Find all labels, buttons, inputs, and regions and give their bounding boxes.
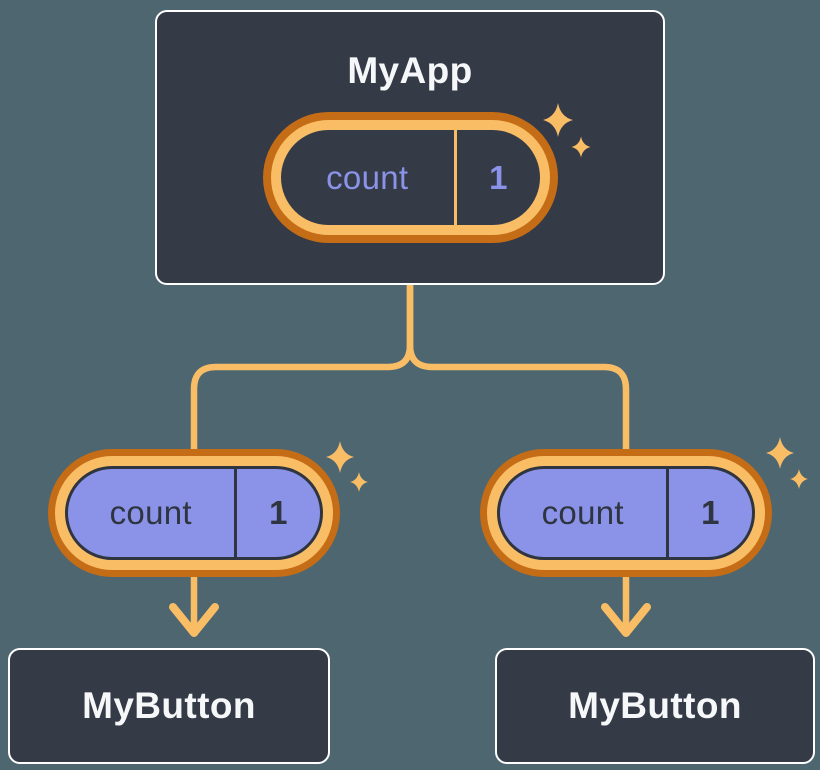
arrow-down-icon-right xyxy=(601,603,651,637)
prop-pill-left-body: count 1 xyxy=(65,466,323,560)
sparkle-icon xyxy=(766,437,808,489)
state-pill-ring: count 1 xyxy=(271,120,550,235)
prop-pill-right: count 1 xyxy=(480,449,772,577)
state-pill-label: count xyxy=(326,158,409,196)
mybutton-left-title: MyButton xyxy=(82,685,256,726)
state-pill-value: 1 xyxy=(489,158,508,196)
state-pill-divider xyxy=(453,130,457,225)
mybutton-right-title: MyButton xyxy=(568,685,742,726)
prop-pill-right-body: count 1 xyxy=(497,466,755,560)
prop-pill-right-divider xyxy=(665,469,669,557)
prop-pill-left: count 1 xyxy=(48,449,340,577)
prop-pill-right-ring: count 1 xyxy=(487,456,765,570)
state-pill-body: count 1 xyxy=(281,130,540,225)
prop-pill-right-value: 1 xyxy=(701,494,720,531)
myapp-title: MyApp xyxy=(347,50,473,91)
prop-pill-left-label: count xyxy=(109,494,192,531)
prop-pill-left-ring: count 1 xyxy=(55,456,333,570)
prop-pill-left-value: 1 xyxy=(269,494,288,531)
arrow-down-icon-left xyxy=(169,603,219,637)
mybutton-node-right: MyButton xyxy=(495,648,815,764)
state-pill: count 1 xyxy=(263,112,558,243)
prop-pill-right-label: count xyxy=(541,494,624,531)
mybutton-node-left: MyButton xyxy=(8,648,330,764)
